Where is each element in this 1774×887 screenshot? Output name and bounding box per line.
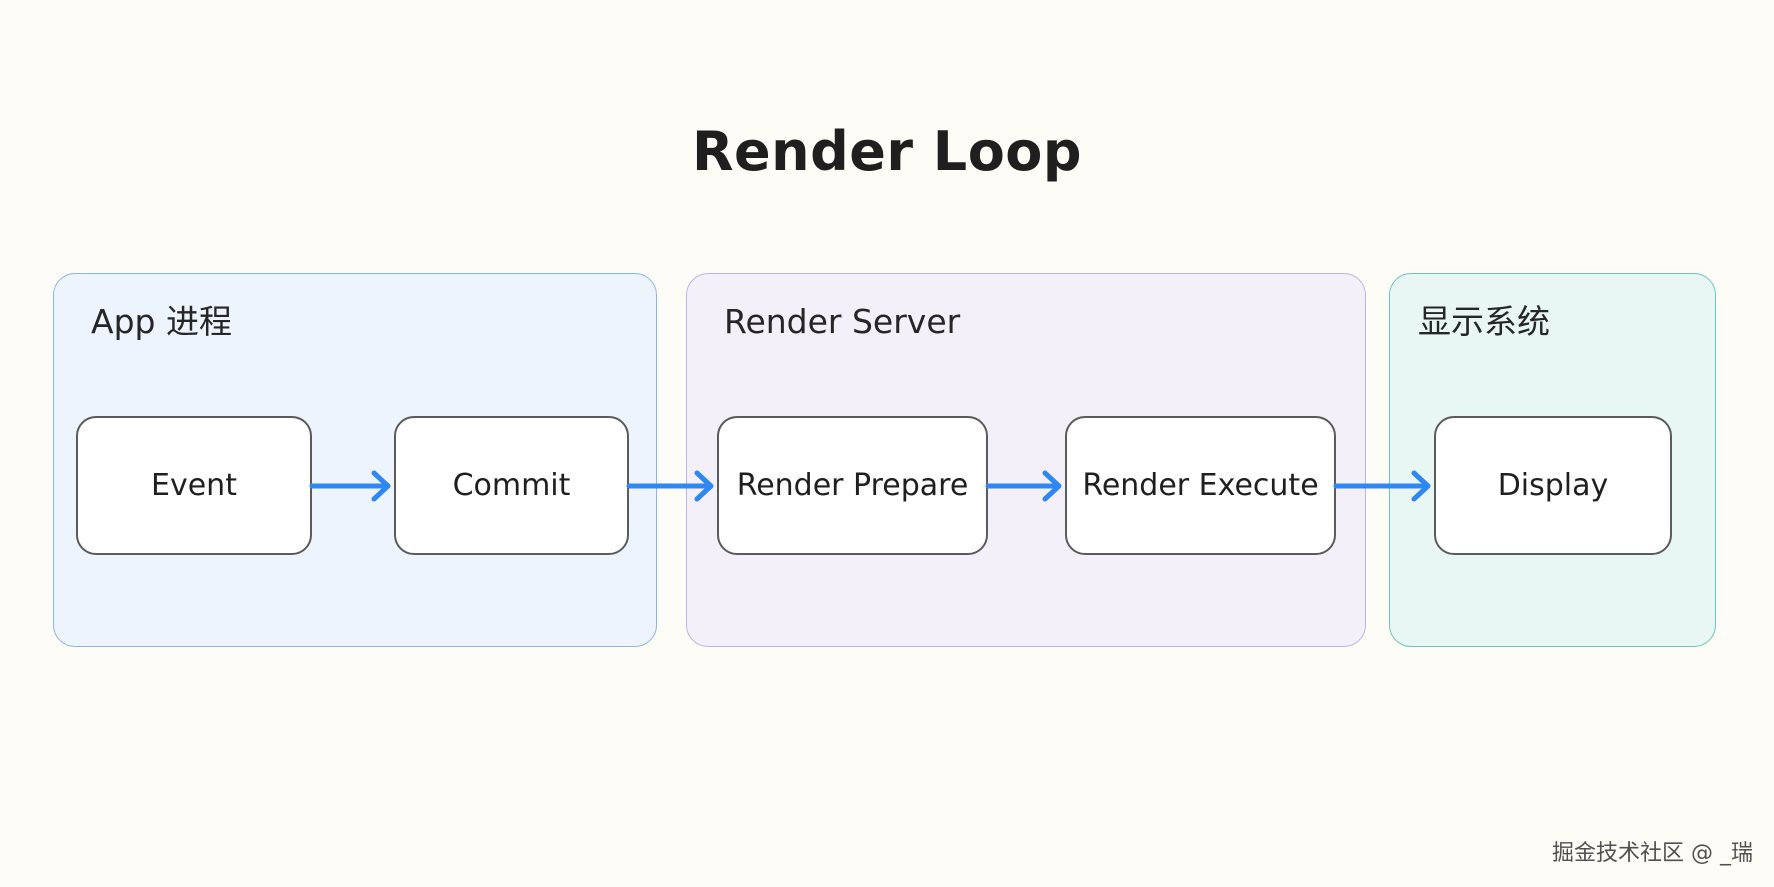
- group-app-process-label: App 进程: [91, 302, 232, 341]
- arrow-render-prepare-to-render-execute: [985, 470, 1062, 502]
- arrow-commit-to-render-prepare: [626, 470, 714, 502]
- node-display: Display: [1434, 416, 1672, 555]
- node-render-prepare: Render Prepare: [717, 416, 988, 555]
- node-event: Event: [76, 416, 312, 555]
- watermark: 掘金技术社区 @ _瑞: [1552, 841, 1753, 866]
- arrow-render-execute-to-display: [1333, 470, 1431, 502]
- arrow-event-to-commit: [309, 470, 391, 502]
- diagram-title: Render Loop: [691, 120, 1083, 183]
- node-commit: Commit: [394, 416, 629, 555]
- group-render-server-label: Render Server: [724, 302, 961, 341]
- group-display-system-label: 显示系统: [1418, 302, 1550, 341]
- node-render-execute: Render Execute: [1065, 416, 1336, 555]
